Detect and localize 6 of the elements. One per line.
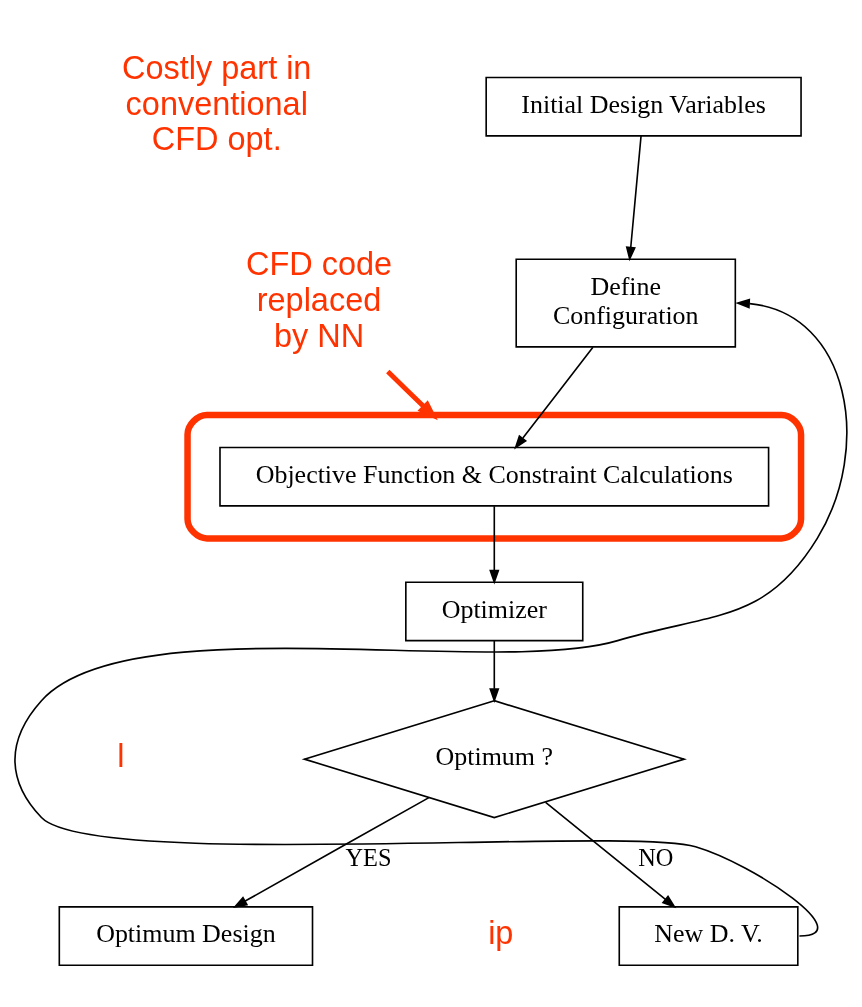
label: Costly part in conventional CFD opt.: [122, 50, 312, 158]
edge-label: NO: [638, 844, 674, 872]
node-text: CFD code replaced by NN: [245, 246, 393, 354]
label: ip: [488, 915, 514, 952]
edge-label: YES: [345, 844, 392, 872]
label: l: [117, 738, 125, 775]
